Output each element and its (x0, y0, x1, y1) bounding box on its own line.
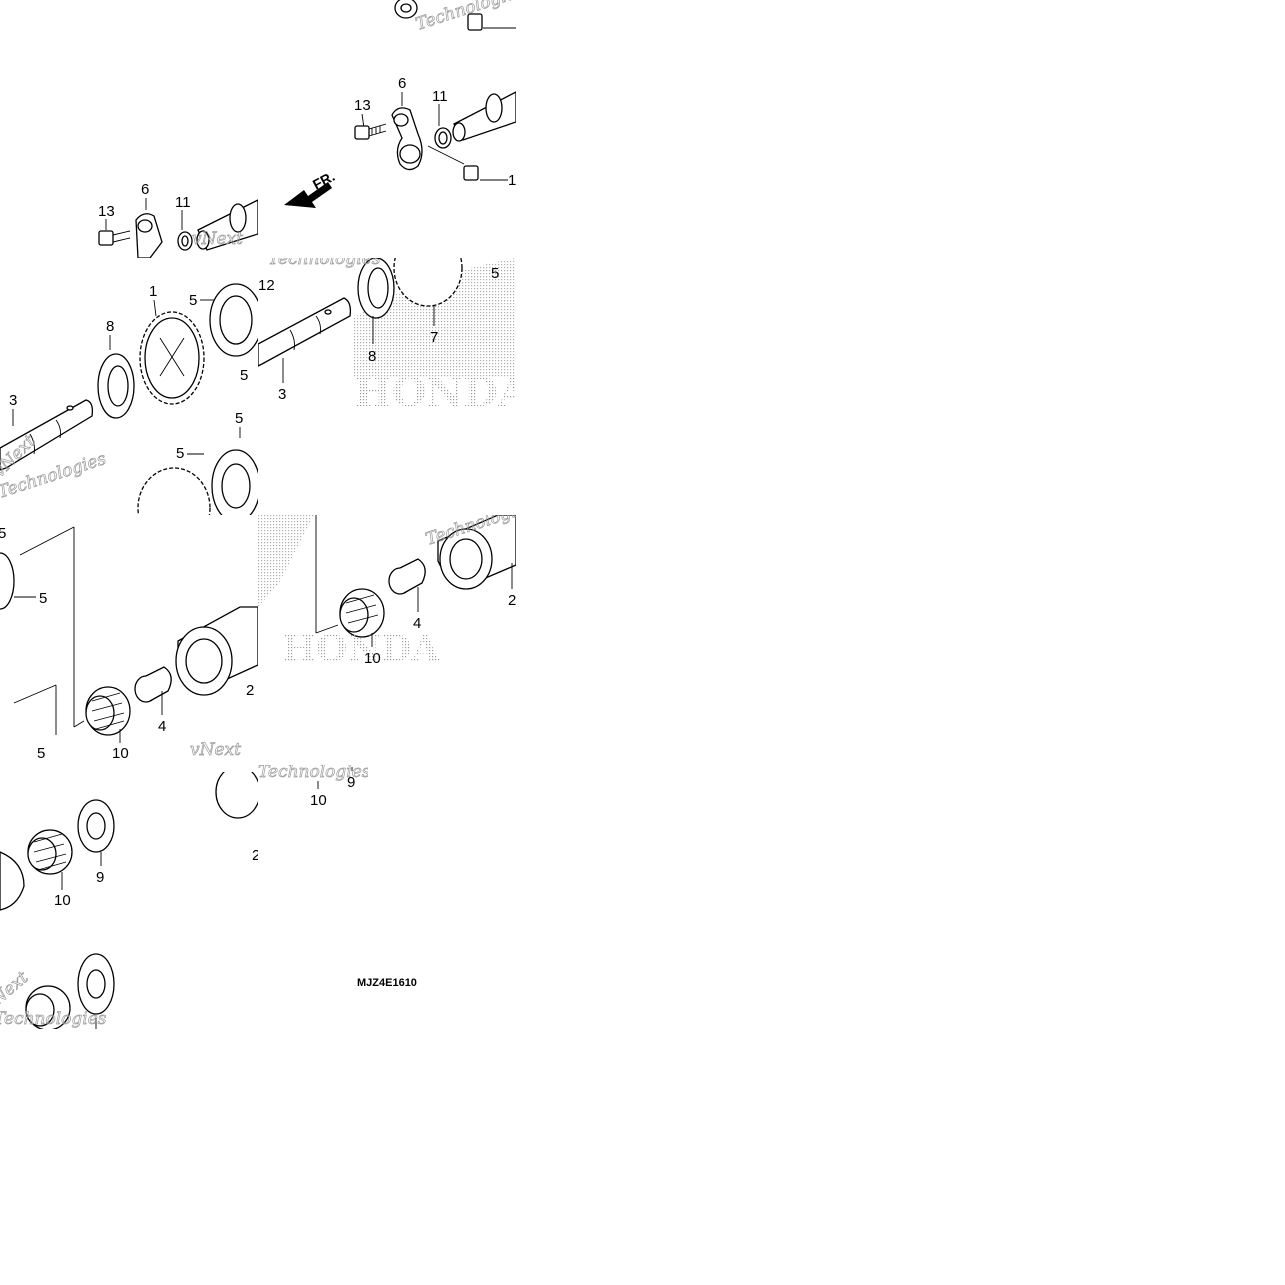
o-ring-part (434, 127, 452, 149)
needle-bearing-part (25, 985, 71, 1029)
part-label: 8 (106, 318, 114, 335)
watermark-text: Technologies (413, 0, 516, 35)
part-label: 5 (235, 410, 243, 427)
drawing-code: MJZ4E1610 (357, 977, 417, 989)
clutch-hub-part (175, 606, 258, 696)
front-marker: FR. (310, 168, 337, 193)
watermark-text: Technologies (258, 765, 368, 782)
rocker-arm-part (391, 107, 423, 171)
part-label: 10 (364, 650, 381, 665)
dog-clutch-part (137, 449, 258, 515)
needle-bearing-part (339, 588, 385, 638)
dog-clutch-part (0, 552, 15, 610)
needle-bearing-part (27, 829, 73, 875)
watermark-text: vNext (190, 740, 241, 760)
thrust-washer-part (77, 799, 115, 853)
part-label: 5 (176, 445, 184, 462)
collar-part (134, 666, 172, 703)
shaft-part (0, 399, 94, 471)
part-label: 6 (398, 75, 406, 92)
part-label: 4 (413, 615, 421, 632)
clutch-hub-part (437, 515, 516, 590)
diagram-tile-rocker-lower: 13 6 11 vNext (0, 172, 258, 258)
dog-clutch-part (209, 283, 258, 357)
part-label: 11 (432, 88, 448, 105)
diagram-tile-shaft-gear: 1 5 5 8 3 (0, 258, 258, 515)
part-label: 2 (252, 847, 258, 864)
bolt-part (394, 0, 516, 31)
part-label: 5 (491, 265, 499, 282)
gear-part (393, 258, 463, 307)
bushing-part (357, 258, 395, 319)
part-label: 4 (158, 718, 166, 735)
camshaft-part (452, 91, 516, 142)
bushing-part (97, 353, 135, 419)
part-label: 3 (278, 386, 286, 403)
part-label: 9 (96, 869, 104, 886)
brand-watermark-text: HONDA (282, 628, 440, 665)
watermark-text: Technologies (268, 258, 381, 269)
brand-wing-watermark (258, 515, 314, 607)
part-label: 6 (141, 181, 149, 198)
rocker-arm-part (135, 213, 163, 258)
bolt-part (354, 123, 387, 140)
shaft-part (258, 297, 352, 367)
part-label: 10 (112, 745, 129, 762)
part-label: 5 (189, 292, 197, 309)
part-label: 5 (39, 590, 47, 607)
o-ring-part (177, 231, 193, 251)
diagram-tile-washer-bearing: 10 9 2 vNext Technologies (0, 772, 258, 1029)
diagram-tile-bearing-assembly-branded: 10 4 2 Technologies HONDA (258, 515, 516, 665)
camshaft-part (196, 199, 258, 251)
part-label: 10 (54, 892, 71, 909)
diagram-tile-fragment: Technologies 10 9 (258, 765, 368, 815)
brand-wing-watermark: HONDA (354, 258, 516, 408)
part-label: 7 (430, 329, 438, 346)
part-label: 2 (246, 682, 254, 699)
brand-watermark-text: HONDA (354, 369, 516, 408)
part-label: 9 (347, 774, 355, 791)
watermark-text: Technologies (0, 1009, 107, 1029)
thrust-washer-part (77, 953, 115, 1015)
part-label: 10 (310, 792, 327, 809)
front-arrow-icon: FR. (284, 168, 337, 208)
watermark-text: vNext (192, 229, 243, 249)
part-label: 2 (508, 592, 516, 609)
clutch-hub-part (0, 772, 258, 911)
part-label: 12 (258, 277, 275, 294)
part-label: 13 (354, 97, 371, 114)
bolt-part (98, 230, 131, 246)
part-label: 5 (37, 745, 45, 762)
part-label: 5 (0, 525, 6, 542)
part-label: 1 (149, 283, 157, 300)
bolt-part (427, 145, 508, 181)
part-label: 5 (240, 367, 248, 384)
diagram-tile-bearing-assembly: 5 5 5 10 4 (0, 515, 258, 772)
needle-bearing-part (85, 686, 131, 736)
collar-part (388, 558, 426, 595)
diagram-tile-rocker-upper: 13 6 11 (258, 0, 516, 258)
part-label: 13 (98, 203, 115, 220)
gear-part (139, 311, 205, 405)
part-label: 12 (257, 429, 258, 446)
part-label: 3 (9, 392, 17, 409)
diagram-tile-shaft-gear-branded: HONDA 5 12 8 7 3 Technologies (258, 258, 516, 408)
part-label: 11 (175, 194, 191, 211)
part-label: 1 (508, 172, 516, 189)
part-label: 8 (368, 348, 376, 365)
